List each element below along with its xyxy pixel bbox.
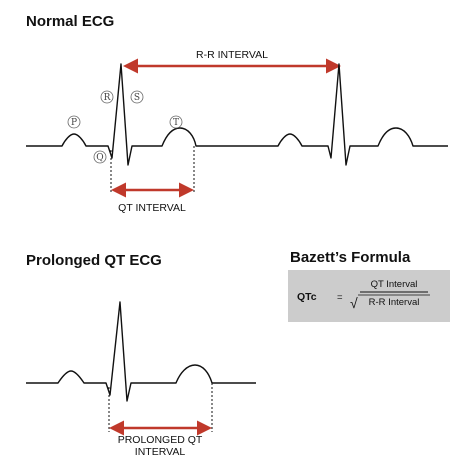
- svg-text:P: P: [71, 118, 77, 128]
- normal-ecg-title: Normal ECG: [26, 13, 114, 30]
- p-wave-label: P: [67, 115, 81, 129]
- q-wave-label: Q: [93, 150, 107, 164]
- prolonged-ecg-title: Prolonged QT ECG: [26, 252, 162, 269]
- formula-box: [288, 270, 450, 322]
- normal-ecg-trace: [26, 63, 448, 166]
- s-wave-label: S: [130, 90, 144, 104]
- radical-sign: √: [350, 295, 358, 311]
- qt-interval-label: QT INTERVAL: [118, 202, 186, 214]
- rr-interval-label: R-R INTERVAL: [196, 49, 268, 61]
- prolonged-qt-label-line1: PROLONGED QT: [118, 434, 203, 446]
- formula-numerator: QT Interval: [371, 279, 418, 290]
- formula-denominator: R-R Interval: [369, 297, 420, 308]
- formula-equals: =: [337, 292, 343, 303]
- svg-text:S: S: [134, 93, 140, 103]
- svg-text:Q: Q: [96, 153, 103, 163]
- svg-text:T: T: [173, 118, 179, 128]
- r-wave-label: R: [100, 90, 114, 104]
- svg-text:R: R: [104, 93, 111, 103]
- prolonged-qt-label-line2: INTERVAL: [135, 446, 186, 458]
- t-wave-label: T: [169, 115, 183, 129]
- formula-title: Bazett’s Formula: [290, 249, 411, 266]
- formula-lhs: QTc: [297, 291, 317, 303]
- prolonged-ecg-trace: [26, 301, 256, 402]
